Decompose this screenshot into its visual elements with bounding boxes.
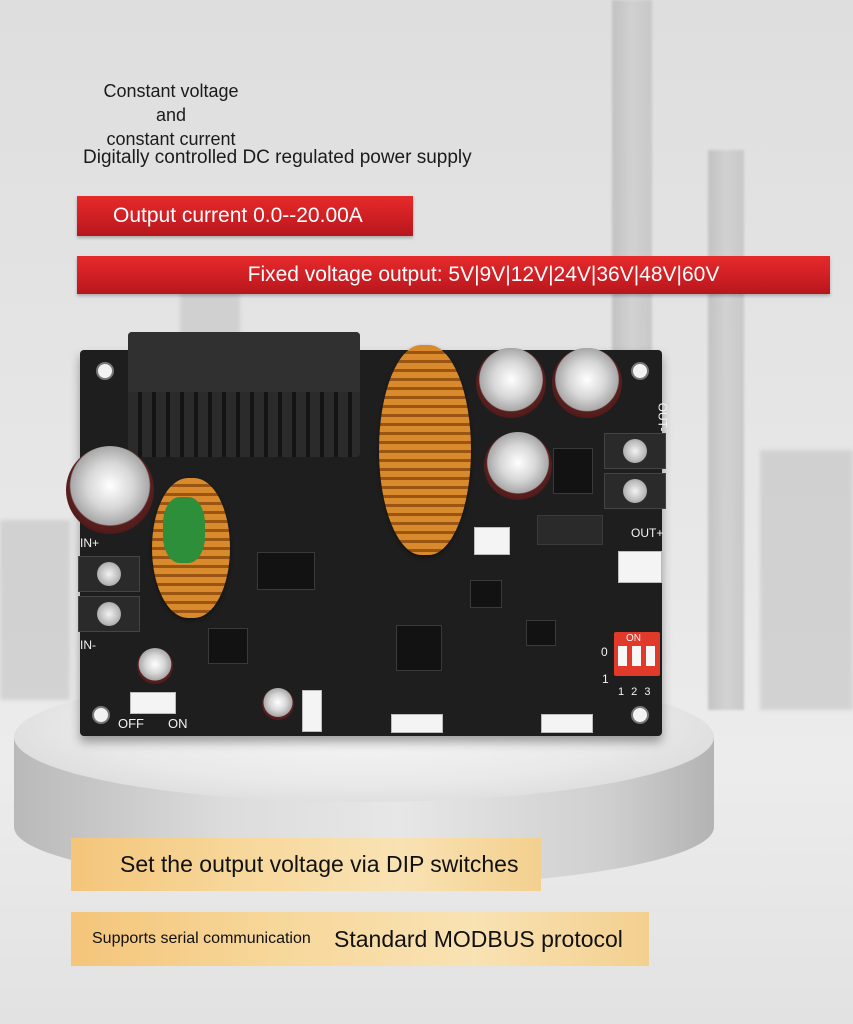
dip-key	[632, 646, 641, 666]
heatsink-fan-cover	[128, 332, 360, 392]
dip-feature-label: Set the output voltage via DIP switches	[71, 838, 541, 891]
toroid-inductor	[379, 345, 471, 555]
ic-chip	[526, 620, 556, 646]
out-minus-label: OUT-	[655, 402, 670, 432]
inductor-core	[163, 497, 205, 563]
dip-on-label: ON	[626, 633, 641, 644]
power-switch	[130, 692, 176, 714]
dip-zero-label: 0	[601, 645, 608, 659]
capacitor	[552, 348, 622, 418]
input-terminal-minus	[78, 596, 140, 632]
out-plus-label: OUT+	[631, 526, 664, 540]
header-connector	[391, 714, 443, 733]
capacitor	[66, 446, 154, 534]
fixed-voltage-text: Fixed voltage output: 5V|9V|12V|24V|36V|…	[247, 263, 720, 286]
modbus-feature-text: Standard MODBUS protocol	[334, 925, 623, 952]
title-line-1: Constant voltage and	[103, 81, 239, 125]
title-line-2: constant current	[106, 129, 236, 149]
screw-icon	[97, 562, 121, 586]
dip-key	[646, 646, 655, 666]
dip-one-label: 1	[602, 672, 609, 686]
off-label: OFF	[118, 716, 144, 731]
dip-feature-text: Set the output voltage via DIP switches	[120, 851, 519, 877]
protocol-feature-label: Supports serial communication Standard M…	[71, 912, 649, 966]
wire-connector	[474, 527, 510, 555]
capacitor	[262, 688, 294, 720]
background-building	[760, 450, 853, 710]
mount-hole	[631, 362, 649, 380]
screw-icon	[623, 479, 647, 503]
dip-numbers-label: 1 2 3	[618, 686, 653, 698]
capacitor	[476, 348, 546, 418]
header-connector	[302, 690, 322, 732]
mount-hole	[92, 706, 110, 724]
input-terminal-plus	[78, 556, 140, 592]
in-plus-label: IN+	[80, 536, 100, 550]
fixed-voltage-banner: Fixed voltage output: 5V|9V|12V|24V|36V|…	[77, 256, 830, 294]
dip-switch: ON	[614, 632, 660, 676]
screw-icon	[623, 439, 647, 463]
in-minus-label: IN-	[80, 638, 96, 652]
dip-key	[618, 646, 627, 666]
output-current-banner: Output current 0.0--20.00A	[77, 196, 413, 236]
output-connector	[618, 551, 662, 583]
capacitor	[137, 648, 173, 684]
screw-icon	[97, 602, 121, 626]
controller-chip	[396, 625, 442, 671]
background-building	[0, 520, 70, 700]
output-current-text: Output current 0.0--20.00A	[113, 204, 363, 227]
mount-hole	[631, 706, 649, 724]
ic-chip	[470, 580, 502, 608]
on-label: ON	[168, 716, 188, 731]
mosfet-chip	[208, 628, 248, 664]
capacitor	[484, 432, 552, 500]
driver-chip	[257, 552, 315, 590]
header-connector	[541, 714, 593, 733]
product-subtitle: Digitally controlled DC regulated power …	[83, 147, 472, 168]
mount-hole	[96, 362, 114, 380]
diode-array	[537, 515, 603, 545]
output-terminal-minus	[604, 473, 666, 509]
background-tower	[708, 150, 744, 710]
title-block: Constant voltage and constant current	[96, 79, 246, 151]
output-terminal-plus	[604, 433, 666, 469]
regulator-chip	[553, 448, 593, 494]
serial-feature-text: Supports serial communication	[92, 930, 311, 947]
